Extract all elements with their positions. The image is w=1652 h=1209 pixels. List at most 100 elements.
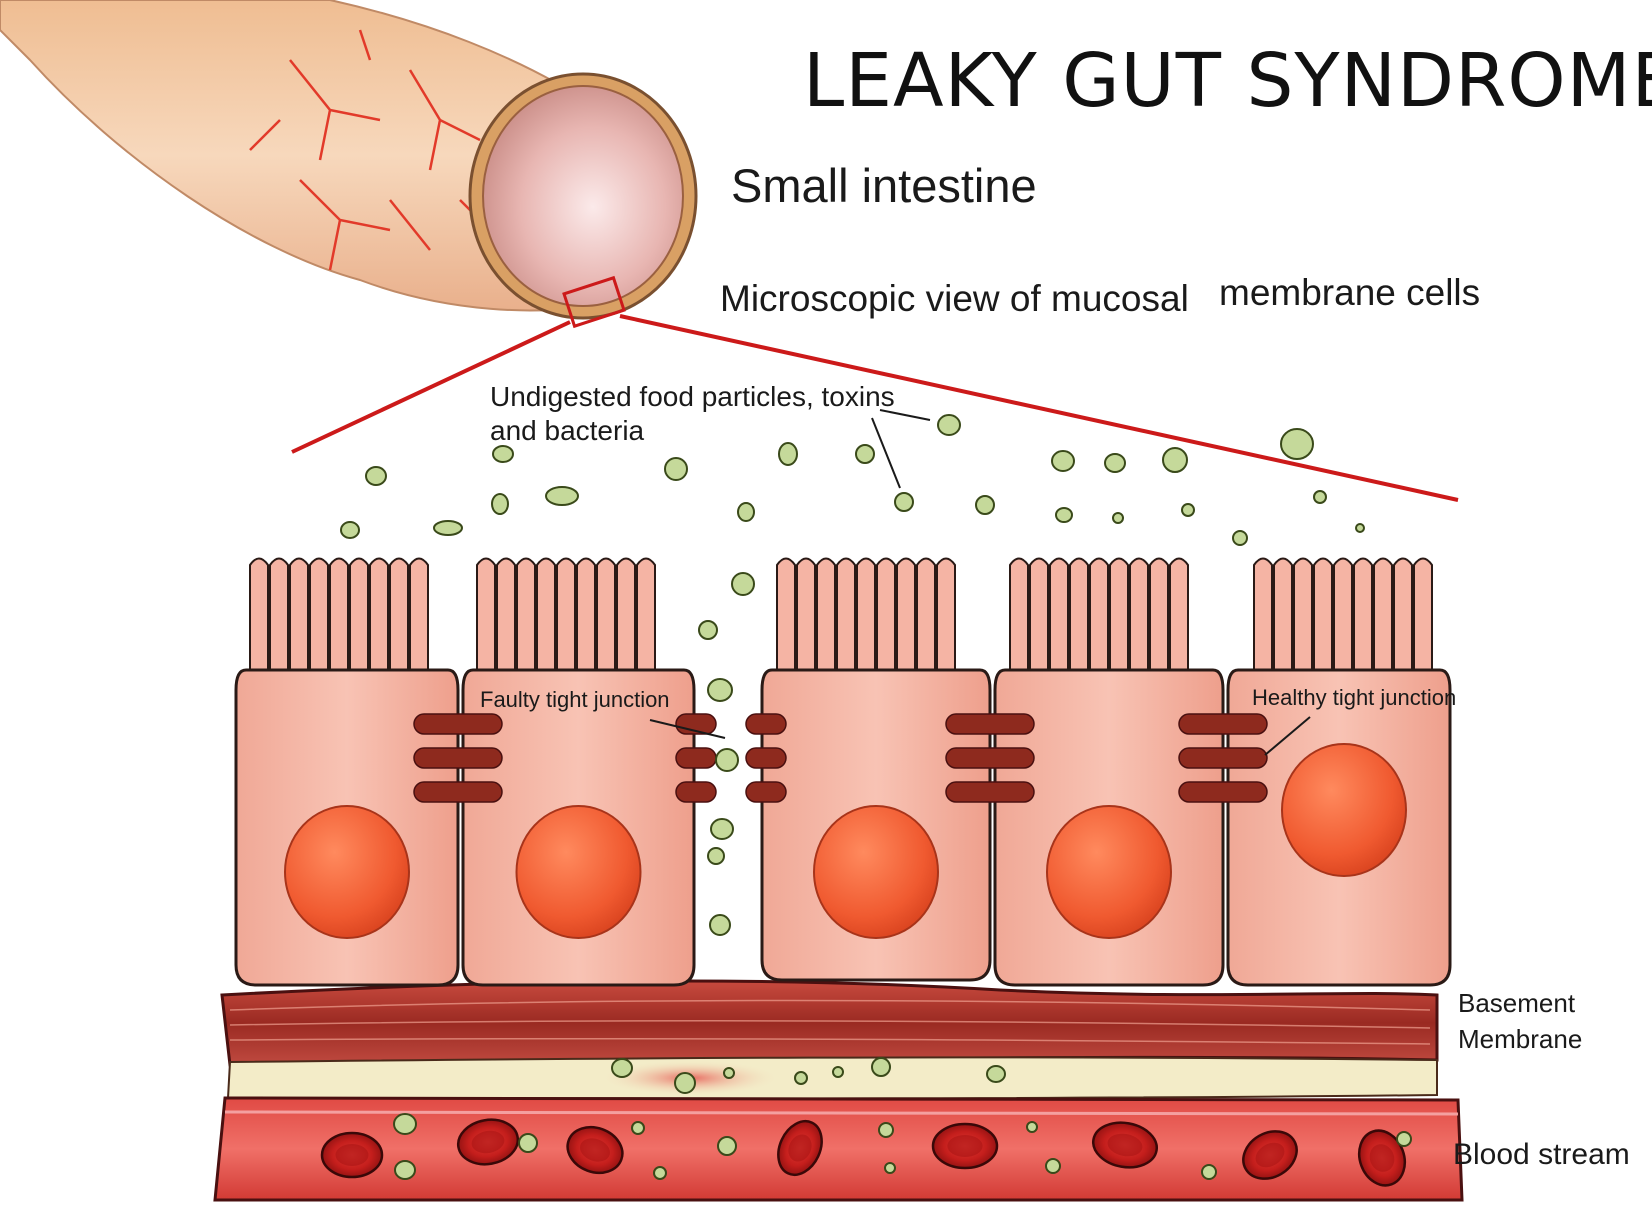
cell-3 <box>762 559 990 981</box>
microvillus <box>497 559 515 681</box>
particle <box>654 1167 666 1179</box>
microvillus <box>1130 559 1148 681</box>
particle <box>434 521 462 535</box>
particle <box>1046 1159 1060 1173</box>
microvillus <box>1294 559 1312 681</box>
microvillus <box>410 559 428 681</box>
microvillus <box>537 559 555 681</box>
microvillus <box>370 559 388 681</box>
tight-junction-healthy <box>946 714 1034 734</box>
microvillus <box>1090 559 1108 681</box>
particle <box>546 487 578 505</box>
particle <box>724 1068 734 1078</box>
page-title: LEAKY GUT SYNDROME <box>803 38 1652 124</box>
intestine-lumen <box>483 86 683 306</box>
cell-4 <box>995 559 1223 986</box>
tight-junction-healthy <box>414 782 502 802</box>
microvillus <box>477 559 495 681</box>
microscopic-view-label-part2: membrane cells <box>1219 272 1480 314</box>
red-blood-cell <box>322 1133 382 1177</box>
particle <box>879 1123 893 1137</box>
particle <box>895 493 913 511</box>
microvillus <box>270 559 288 681</box>
microvillus <box>250 559 268 681</box>
nucleus <box>517 806 641 938</box>
microvillus <box>837 559 855 681</box>
microvillus <box>1314 559 1332 681</box>
microvillus <box>1010 559 1028 681</box>
particle <box>612 1059 632 1077</box>
tight-junction-faulty <box>746 748 786 768</box>
microvillus <box>390 559 408 681</box>
particle <box>341 522 359 538</box>
particle <box>732 573 754 595</box>
microvillus <box>1110 559 1128 681</box>
tight-junction-healthy <box>946 782 1034 802</box>
particle <box>699 621 717 639</box>
particle <box>833 1067 843 1077</box>
nucleus <box>285 806 409 938</box>
healthy-junction-label: Healthy tight junction <box>1252 685 1456 711</box>
particle <box>395 1161 415 1179</box>
particle <box>885 1163 895 1173</box>
microvillus <box>517 559 535 681</box>
microvillus <box>897 559 915 681</box>
particle <box>1052 451 1074 471</box>
particle <box>632 1122 644 1134</box>
particle <box>738 503 754 521</box>
food-particles-label: Undigested food particles, toxins and ba… <box>490 380 895 448</box>
microvillus <box>597 559 615 681</box>
small-intestine-label: Small intestine <box>731 158 1037 213</box>
microvillus <box>817 559 835 681</box>
particle <box>708 848 724 864</box>
microvillus <box>1170 559 1188 681</box>
microvillus <box>330 559 348 681</box>
particle <box>1027 1122 1037 1132</box>
tight-junction-healthy <box>414 748 502 768</box>
cell-1 <box>236 559 458 986</box>
nucleus <box>814 806 938 938</box>
nucleus <box>1282 744 1406 876</box>
faulty-junction-label: Faulty tight junction <box>480 687 670 713</box>
microvillus <box>1050 559 1068 681</box>
microvillus <box>917 559 935 681</box>
particle <box>795 1072 807 1084</box>
particle <box>519 1134 537 1152</box>
particle <box>1202 1165 1216 1179</box>
nucleus <box>1047 806 1171 938</box>
particle <box>1356 524 1364 532</box>
blood-stream-label: Blood stream <box>1453 1138 1630 1172</box>
basement-membrane-label: Basement Membrane <box>1458 985 1582 1057</box>
microvillus <box>877 559 895 681</box>
microvillus <box>1394 559 1412 681</box>
particle <box>1105 454 1125 472</box>
microvillus <box>937 559 955 681</box>
particle <box>366 467 386 485</box>
microscopic-view-label-part1: Microscopic view of mucosal <box>720 278 1189 320</box>
particle <box>665 458 687 480</box>
microvillus <box>1274 559 1292 681</box>
microvillus <box>310 559 328 681</box>
particle <box>718 1137 736 1155</box>
microvillus <box>1334 559 1352 681</box>
particle <box>938 415 960 435</box>
tight-junction-healthy <box>414 714 502 734</box>
particle <box>708 679 732 701</box>
particle <box>1056 508 1072 522</box>
particle <box>1397 1132 1411 1146</box>
microvillus <box>797 559 815 681</box>
tight-junction-faulty <box>746 782 786 802</box>
particle <box>1314 491 1326 503</box>
red-blood-cell <box>933 1124 997 1168</box>
microvillus <box>577 559 595 681</box>
particle <box>493 446 513 462</box>
epithelial-cells <box>236 559 1450 986</box>
tight-junction-faulty <box>676 748 716 768</box>
particle <box>394 1114 416 1134</box>
particle <box>1233 531 1247 545</box>
microvillus <box>350 559 368 681</box>
small-intestine-illustration <box>0 0 696 326</box>
microvillus <box>637 559 655 681</box>
microvillus <box>557 559 575 681</box>
microvillus <box>1354 559 1372 681</box>
